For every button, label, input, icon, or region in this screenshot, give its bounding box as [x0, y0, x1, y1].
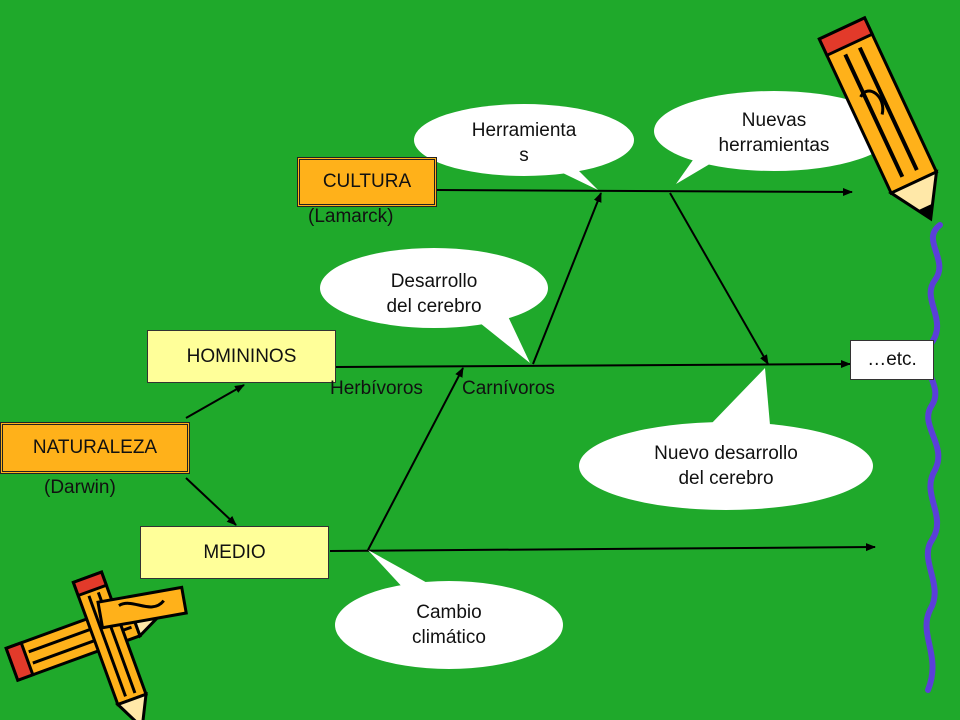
medio-to-carnivoros-arrow — [367, 367, 464, 551]
callout-herramientas-line2: s — [519, 145, 529, 166]
callout-nuevo-line2: del cerebro — [678, 468, 774, 489]
medio-box: MEDIO — [140, 526, 329, 579]
callout-cambio-text: Cambio climático — [349, 600, 549, 650]
callout-nuevas-line1: Nuevas — [741, 110, 807, 131]
pencil-icon — [817, 15, 939, 222]
cultura-label: CULTURA — [322, 171, 412, 192]
naturaleza-label: NATURALEZA — [32, 437, 158, 458]
medio-timeline-arrow — [329, 543, 876, 552]
callout-nuevas-line2: herramientas — [718, 135, 830, 156]
naturaleza-box: NATURALEZA — [0, 422, 190, 474]
callout-cambio-line2: climático — [412, 627, 486, 648]
carnivoros-label: Carnívoros — [462, 378, 555, 399]
decorative-squiggle — [922, 222, 943, 693]
naturaleza-to-medio-arrow — [185, 477, 237, 526]
naturaleza-to-hominidos-arrow — [185, 384, 245, 419]
callout-cambio-line1: Cambio — [416, 602, 482, 623]
carnivoros-to-cultura-arrow — [532, 192, 602, 365]
callout-nuevo-line1: Nuevo desarrollo — [654, 443, 798, 464]
callout-nuevo-desarrollo-text: Nuevo desarrollo del cerebro — [606, 441, 846, 491]
etc-box: …etc. — [850, 340, 934, 380]
callout-cambio-climatico — [335, 550, 563, 669]
callout-desarrollo-cerebro — [320, 248, 548, 363]
hominidos-box: HOMININOS — [147, 330, 336, 383]
callout-desarrollo-line2: del cerebro — [386, 296, 482, 317]
cultura-to-nuevo-desarrollo-arrow — [669, 192, 769, 365]
callout-desarrollo-line1: Desarrollo — [390, 271, 478, 292]
callout-nuevo-desarrollo — [579, 368, 873, 510]
callout-herramientas-line1: Herramienta — [471, 120, 577, 141]
lamarck-label: (Lamarck) — [308, 206, 394, 227]
medio-label: MEDIO — [203, 541, 266, 563]
callout-desarrollo-text: Desarrollo del cerebro — [334, 269, 534, 319]
callout-herramientas-text: Herramienta s — [424, 118, 624, 168]
hominidos-label: HOMININOS — [186, 345, 297, 367]
callout-herramientas — [414, 104, 634, 190]
hominidos-timeline-arrow — [335, 360, 851, 369]
darwin-label: (Darwin) — [44, 477, 116, 498]
crossed-pencils-icon — [4, 570, 188, 720]
etc-label: …etc. — [867, 349, 917, 370]
herbivoros-label: Herbívoros — [330, 378, 423, 399]
callout-nuevas-herramientas-text: Nuevas herramientas — [674, 108, 874, 158]
cultura-box: CULTURA — [297, 157, 437, 207]
callout-nuevas-herramientas — [654, 91, 894, 184]
cultura-timeline-arrow — [436, 187, 853, 196]
